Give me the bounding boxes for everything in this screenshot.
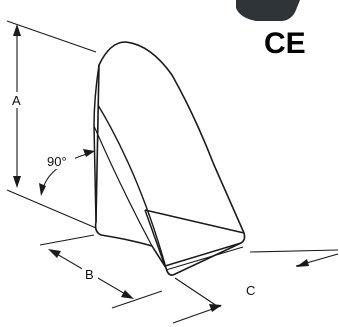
bracket-base-plate xyxy=(144,209,245,267)
arrow-b-right xyxy=(121,290,134,299)
bracket-front-strip xyxy=(93,125,153,247)
arrow-c-left xyxy=(209,304,222,312)
label-b-gap xyxy=(82,266,98,282)
angle-arrow-left xyxy=(39,183,46,196)
extension-line-b-right xyxy=(111,290,163,309)
extension-line-bottom xyxy=(6,189,97,229)
arrow-c-right xyxy=(296,259,309,267)
label-b: B xyxy=(85,267,94,282)
product-photo-corner xyxy=(236,0,300,21)
arrow-b-left xyxy=(48,249,61,258)
extension-line-c-left xyxy=(174,277,218,307)
label-angle: 90° xyxy=(47,154,67,169)
extension-line-top xyxy=(6,20,97,53)
bracket-inner-curve xyxy=(97,104,167,269)
arrow-a-top xyxy=(13,24,21,36)
bracket-outline xyxy=(94,41,246,276)
extension-line-b-left xyxy=(39,234,95,246)
bracket-base-thickness xyxy=(165,246,244,271)
extension-line-c-right xyxy=(249,249,339,253)
label-a: A xyxy=(12,93,21,108)
label-a-gap xyxy=(9,92,25,108)
bracket-inner-edge xyxy=(93,64,100,223)
label-c: C xyxy=(246,283,255,298)
label-angle-gap xyxy=(45,153,75,169)
arrow-a-bottom xyxy=(13,176,21,188)
angle-arrow-right xyxy=(83,149,95,157)
ce-mark: CE xyxy=(264,27,306,60)
